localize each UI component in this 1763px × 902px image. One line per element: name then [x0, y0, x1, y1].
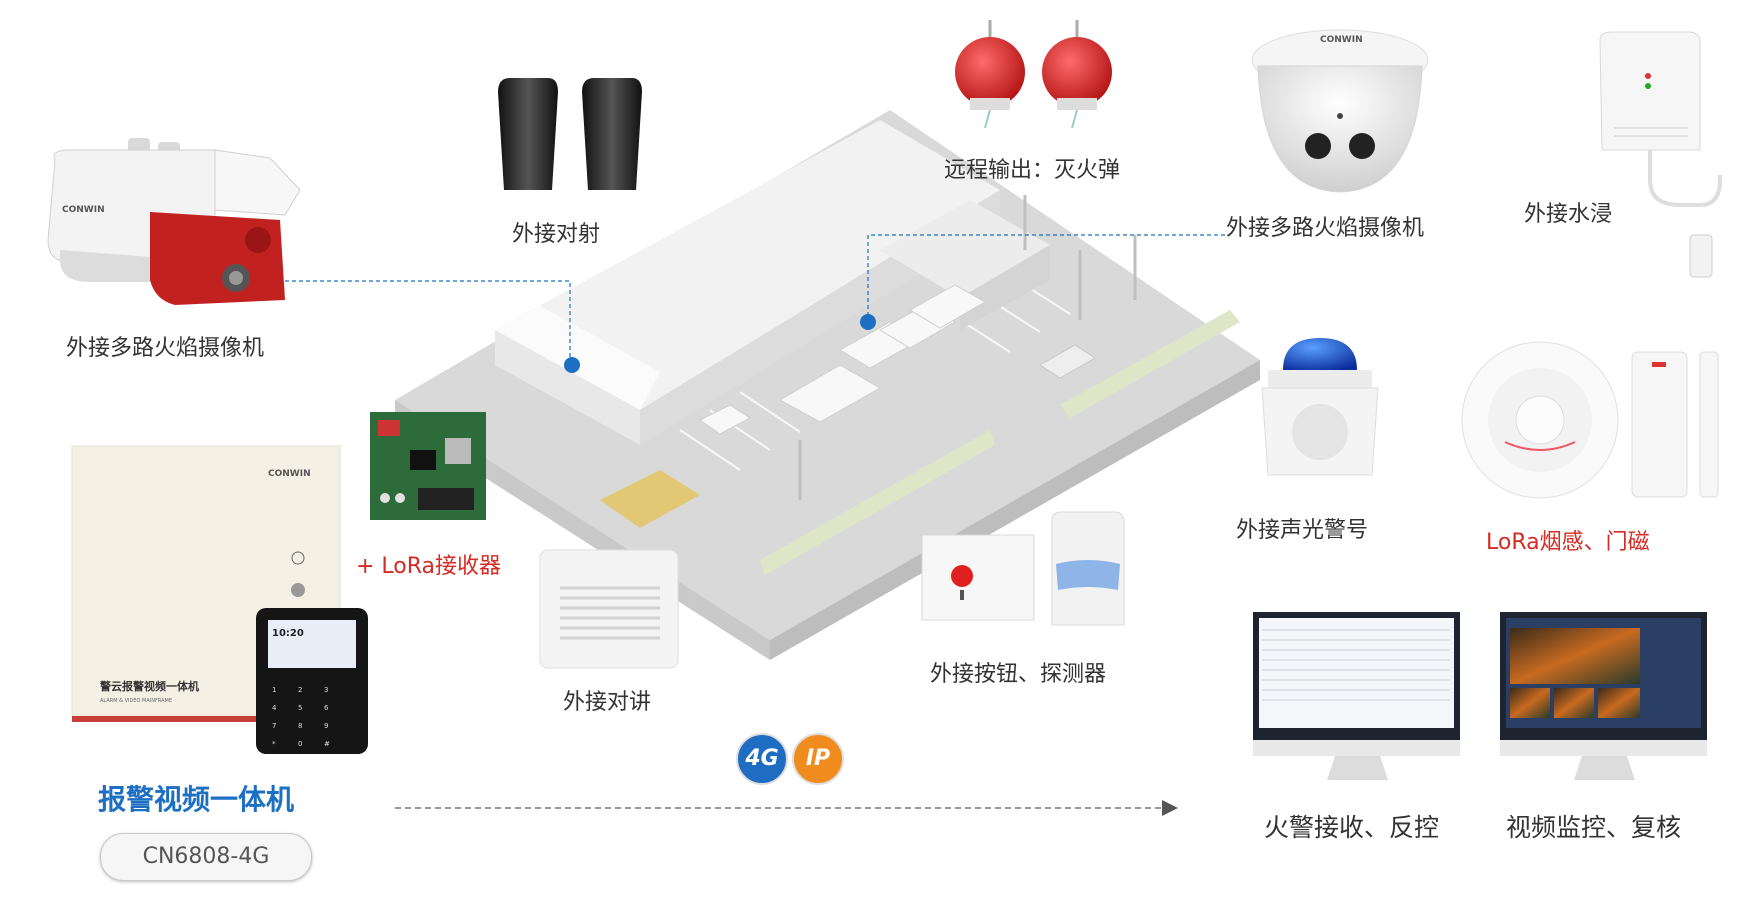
svg-text:#: #	[324, 740, 330, 748]
svg-text:8: 8	[298, 722, 302, 730]
intercom-device	[539, 549, 679, 669]
keypad-keys: 1 2 3 4 5 6 7 8 9 * 0 #	[272, 686, 330, 748]
flow-arrow	[395, 800, 1178, 816]
svg-text:5: 5	[298, 704, 302, 712]
label-lora-sensors: LoRa烟感、门磁	[1486, 530, 1650, 555]
siren-device	[1261, 338, 1379, 476]
label-button-detector: 外接按钮、探测器	[930, 662, 1107, 687]
fire-extinguisher-balls	[955, 20, 1112, 129]
panel-subtitle: ALARM & VIDEO MAINFRAME	[100, 698, 172, 704]
dome-camera: CONWIN	[1251, 29, 1429, 193]
beam-detectors	[498, 78, 642, 190]
svg-text:0: 0	[298, 740, 302, 748]
badge-4g: 4G	[736, 733, 788, 785]
svg-text:4: 4	[272, 704, 277, 712]
svg-text:6: 6	[324, 704, 329, 712]
keypad-time: 10:20	[272, 628, 304, 639]
svg-text:3: 3	[324, 686, 328, 694]
dome-camera-brand: CONWIN	[1320, 35, 1363, 45]
smoke-detector	[1461, 341, 1619, 499]
door-sensor	[1631, 351, 1719, 498]
label-siren: 外接声光警号	[1236, 518, 1369, 543]
label-water-sensor: 外接水浸	[1524, 202, 1613, 227]
svg-text:1: 1	[272, 686, 276, 694]
panel-brand: CONWIN	[268, 469, 311, 479]
monitor-alarm	[1253, 612, 1460, 780]
panic-button	[921, 534, 1035, 621]
pir-detector	[1051, 511, 1125, 626]
label-beam-detector: 外接对射	[512, 222, 601, 247]
panel-title: 警云报警视频一体机	[99, 679, 199, 693]
label-lora-receiver: + LoRa接收器	[356, 554, 502, 579]
svg-text:7: 7	[272, 722, 276, 730]
warehouse-scene	[395, 110, 1260, 660]
label-intercom: 外接对讲	[563, 690, 652, 715]
svg-text:2: 2	[298, 686, 302, 694]
monitor-video	[1500, 612, 1707, 780]
label-dome-camera: 外接多路火焰摄像机	[1226, 216, 1425, 241]
keypad-device: 10:20 1 2 3 4 5 6 7 8 9 * 0 #	[256, 608, 368, 754]
connector-lines	[285, 234, 1225, 357]
label-bullet-camera: 外接多路火焰摄像机	[66, 336, 265, 361]
label-fire-receive: 火警接收、反控	[1264, 813, 1440, 842]
water-sensor	[1599, 31, 1722, 278]
label-fire-extinguisher: 远程输出：灭火弹	[944, 158, 1121, 183]
bullet-camera: CONWIN	[47, 138, 301, 305]
lora-receiver-board	[370, 412, 486, 520]
model-pill: CN6808-4G	[100, 833, 312, 881]
bullet-camera-brand: CONWIN	[62, 205, 105, 215]
label-video-monitor: 视频监控、复核	[1506, 813, 1682, 842]
svg-text:*: *	[272, 740, 276, 748]
product-title: 报警视频一体机	[98, 783, 295, 816]
badge-ip: IP	[792, 733, 844, 785]
svg-text:9: 9	[324, 722, 328, 730]
